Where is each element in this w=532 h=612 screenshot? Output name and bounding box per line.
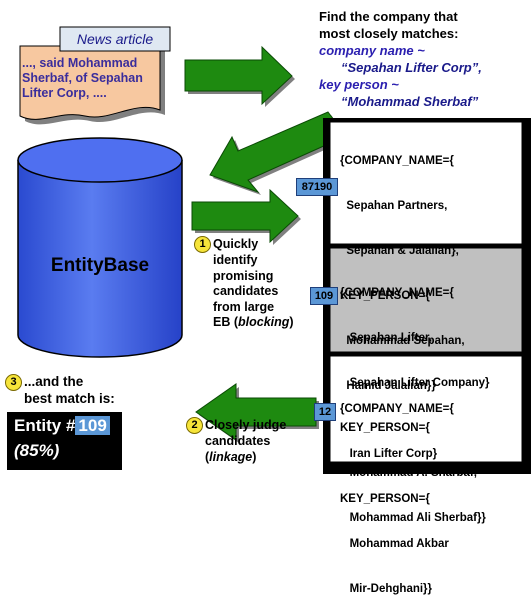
news-article-text: ..., said Mohammad Sherbaf, of Sepahan L… bbox=[22, 56, 152, 101]
step-1-number-icon: 1 bbox=[194, 236, 211, 253]
result-score: (85%) bbox=[14, 441, 60, 460]
entitybase-cylinder bbox=[17, 137, 183, 358]
query-person-key: key person ~ bbox=[319, 77, 399, 92]
step-text-line: ...and the bbox=[24, 374, 84, 390]
step-3-number-icon: 3 bbox=[5, 374, 22, 391]
query-text: Find the company that most closely match… bbox=[319, 8, 482, 110]
step-2-number-icon: 2 bbox=[186, 417, 203, 434]
result-entity-id: 109 bbox=[75, 416, 110, 435]
step-text-line: best match is: bbox=[24, 391, 115, 406]
record-line: Sepahan Lifter Company} bbox=[340, 377, 490, 389]
step-text-part: ) bbox=[289, 315, 294, 329]
arrow-candidates-to-result bbox=[195, 383, 319, 443]
step-text-line: identify bbox=[213, 253, 258, 267]
step-text-part: ( bbox=[205, 449, 210, 464]
candidate-id-badge: 12 bbox=[314, 403, 336, 421]
record-line: Mohammad Akbar bbox=[340, 538, 449, 550]
arrow-news-to-query bbox=[184, 45, 295, 107]
candidate-record: {COMPANY_NAME={ Sepahan Partners, Sepaha… bbox=[340, 124, 465, 409]
step-text-line: (linkage) bbox=[186, 450, 286, 466]
arrow-entitybase-to-candidates bbox=[191, 188, 301, 245]
query-company-value: “Sepahan Lifter Corp”, bbox=[341, 60, 482, 75]
record-line: KEY_PERSON={ bbox=[340, 290, 430, 302]
step-text-line: Quickly bbox=[213, 236, 259, 251]
candidate-record: {COMPANY_NAME={ Iran Lifter Corp} KEY_PE… bbox=[340, 372, 454, 612]
candidates-panel bbox=[323, 118, 531, 474]
result-entity-label: Entity #109 bbox=[14, 416, 110, 436]
record-line: KEY_PERSON={ bbox=[340, 493, 430, 505]
news-text-line: Sherbaf, of Sepahan bbox=[22, 71, 143, 85]
record-line: {COMPANY_NAME={ bbox=[340, 287, 454, 299]
news-article-title: News article bbox=[76, 31, 154, 47]
record-line: Mir-Dehghani}} bbox=[340, 583, 433, 595]
query-person-value: “Mohammad Sherbaf” bbox=[341, 94, 479, 109]
step-3-description: 3...and the best match is: bbox=[5, 374, 115, 407]
record-line: Sepahan Lifter, bbox=[340, 332, 433, 344]
record-line: Sepahan Partners, bbox=[340, 200, 448, 212]
step-text-part: EB ( bbox=[213, 315, 238, 329]
step-text-line: promising bbox=[213, 268, 274, 283]
step-text-line: candidates bbox=[213, 284, 279, 298]
news-article-note bbox=[19, 26, 171, 125]
record-line: Hamid Jalalian}} bbox=[340, 380, 436, 392]
query-line-2: most closely matches: bbox=[319, 26, 459, 41]
record-line: {COMPANY_NAME={ bbox=[340, 155, 454, 167]
record-line: Sepahan & Jalalian}, bbox=[340, 245, 459, 257]
step-text-line: EB (blocking) bbox=[194, 315, 294, 331]
record-line: Iran Lifter Corp} bbox=[340, 448, 438, 460]
candidate-id-badge: 87190 bbox=[296, 178, 338, 196]
step-text-italic: blocking bbox=[238, 315, 290, 329]
record-line: Mohammad Sepahan, bbox=[340, 335, 465, 347]
step-text-italic: linkage bbox=[209, 449, 253, 464]
news-text-line: Lifter Corp, .... bbox=[22, 86, 107, 100]
result-prefix: Entity # bbox=[14, 416, 76, 435]
diagram-graphics bbox=[17, 26, 531, 474]
candidate-id-badge: 109 bbox=[310, 287, 338, 305]
query-company-key: company name ~ bbox=[319, 43, 425, 58]
step-text-line: from large bbox=[213, 299, 275, 314]
query-line-1: Find the company that bbox=[319, 9, 458, 24]
step-text-line: candidates bbox=[205, 434, 271, 448]
entitybase-label: EntityBase bbox=[50, 255, 150, 276]
record-line: KEY_PERSON={ bbox=[340, 422, 430, 434]
step-text-line: Closely judge bbox=[205, 417, 287, 432]
news-text-line: ..., said Mohammad bbox=[22, 56, 138, 70]
record-line: {COMPANY_NAME={ bbox=[340, 403, 454, 415]
step-text-part: ) bbox=[252, 449, 257, 464]
